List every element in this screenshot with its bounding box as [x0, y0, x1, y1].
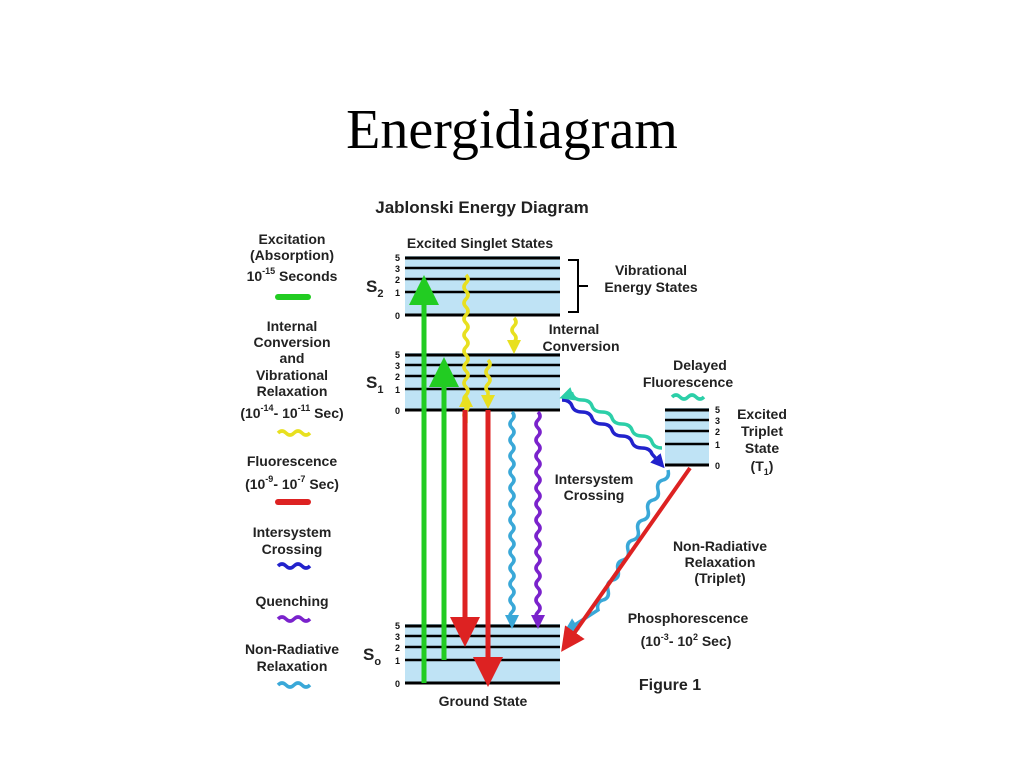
- svg-text:3: 3: [395, 632, 400, 642]
- internal-conversion-label-2: Conversion: [542, 338, 619, 354]
- legend-ic-swatch: [276, 429, 312, 437]
- triplet-symbol: (T1): [751, 458, 774, 477]
- triplet-label-1: Excited: [737, 406, 787, 422]
- s2-level-numbers: 5 3 2 1 0: [395, 253, 400, 321]
- legend-excitation-time: 10-15 Seconds: [247, 266, 338, 284]
- slide-title: Energidiagram: [346, 99, 678, 161]
- svg-text:5: 5: [395, 350, 400, 360]
- legend-ic-4: Vibrational: [256, 367, 328, 383]
- svg-text:1: 1: [715, 440, 720, 450]
- legend-fluorescence-1: Fluorescence: [247, 453, 337, 469]
- intersystem-crossing-label-2: Crossing: [564, 487, 625, 503]
- legend: Excitation (Absorption) 10-15 Seconds In…: [240, 231, 344, 689]
- band-s0: [405, 624, 560, 685]
- delayed-fluorescence-label-1: Delayed: [673, 357, 727, 373]
- svg-text:1: 1: [395, 656, 400, 666]
- internal-conversion-label-1: Internal: [549, 321, 600, 337]
- s0-level-numbers: 5 3 2 1 0: [395, 621, 400, 689]
- vibrational-label-2: Energy States: [604, 279, 698, 295]
- svg-text:5: 5: [395, 621, 400, 631]
- intersystem-crossing-label-1: Intersystem: [555, 471, 634, 487]
- delayed-fluorescence-arrow: [559, 387, 663, 450]
- svg-text:0: 0: [715, 461, 720, 471]
- non-radiative-triplet-label-3: (Triplet): [694, 570, 745, 586]
- quenching-arrow: [531, 410, 545, 629]
- legend-ic-2: Conversion: [253, 334, 330, 350]
- phosphorescence-arrow: [561, 466, 692, 652]
- legend-fluorescence-time: (10-9- 10-7 Sec): [245, 474, 339, 492]
- svg-text:3: 3: [395, 361, 400, 371]
- band-t1: [665, 408, 709, 467]
- legend-quenching: Quenching: [255, 593, 328, 609]
- svg-text:0: 0: [395, 679, 400, 689]
- legend-ic-1: Internal: [267, 318, 318, 334]
- t1-level-numbers: 5 3 2 1 0: [715, 405, 720, 471]
- svg-text:2: 2: [395, 372, 400, 382]
- internal-conversion-arrow-1: [459, 273, 473, 424]
- legend-excitation-2: (Absorption): [250, 247, 334, 263]
- svg-text:2: 2: [395, 275, 400, 285]
- svg-text:3: 3: [395, 264, 400, 274]
- band-s2: [405, 256, 560, 317]
- legend-quenching-swatch: [276, 615, 312, 623]
- legend-nonrad-2: Relaxation: [257, 658, 328, 674]
- legend-ic-5: Relaxation: [257, 383, 328, 399]
- svg-text:2: 2: [715, 427, 720, 437]
- svg-text:3: 3: [715, 416, 720, 426]
- legend-isc-2: Crossing: [262, 541, 323, 557]
- vibrational-label-1: Vibrational: [615, 262, 687, 278]
- s2-label: S2: [366, 277, 383, 300]
- s1-label: S1: [366, 373, 383, 396]
- s0-label: So: [363, 645, 381, 668]
- internal-conversion-arrow-3: [507, 316, 521, 354]
- triplet-label-2: Triplet: [741, 423, 783, 439]
- s1-level-numbers: 5 3 2 1 0: [395, 350, 400, 416]
- band-s1: [405, 353, 560, 412]
- non-radiative-arrow: [505, 410, 519, 629]
- legend-ic-time: (10-14- 10-11 Sec): [240, 403, 343, 421]
- legend-ic-3: and: [280, 350, 305, 366]
- svg-text:1: 1: [395, 288, 400, 298]
- phosphorescence-label: Phosphorescence: [628, 610, 749, 626]
- figure-caption: Figure 1: [639, 677, 701, 694]
- delayed-fluorescence-swatch: [670, 393, 706, 401]
- svg-text:1: 1: [395, 385, 400, 395]
- legend-isc-1: Intersystem: [253, 524, 332, 540]
- vibrational-bracket: [568, 259, 588, 313]
- internal-conversion-arrow-2: [481, 358, 495, 409]
- non-radiative-triplet-label-2: Relaxation: [685, 554, 756, 570]
- excited-singlet-label: Excited Singlet States: [407, 235, 553, 251]
- intersystem-crossing-arrow-s1-t1: [561, 398, 665, 469]
- svg-text:0: 0: [395, 406, 400, 416]
- non-radiative-triplet-label-1: Non-Radiative: [673, 538, 767, 554]
- delayed-fluorescence-label-2: Fluorescence: [643, 374, 733, 390]
- svg-text:5: 5: [395, 253, 400, 263]
- legend-nonrad-swatch: [276, 681, 312, 689]
- figure-title: Jablonski Energy Diagram: [375, 198, 589, 217]
- triplet-label-3: State: [745, 440, 779, 456]
- legend-excitation-1: Excitation: [259, 231, 326, 247]
- svg-text:5: 5: [715, 405, 720, 415]
- legend-nonrad-1: Non-Radiative: [245, 641, 339, 657]
- phosphorescence-time: (10-3- 102 Sec): [641, 632, 732, 649]
- svg-text:0: 0: [395, 311, 400, 321]
- legend-isc-swatch: [276, 562, 312, 570]
- ground-state-label: Ground State: [439, 693, 528, 709]
- svg-text:2: 2: [395, 643, 400, 653]
